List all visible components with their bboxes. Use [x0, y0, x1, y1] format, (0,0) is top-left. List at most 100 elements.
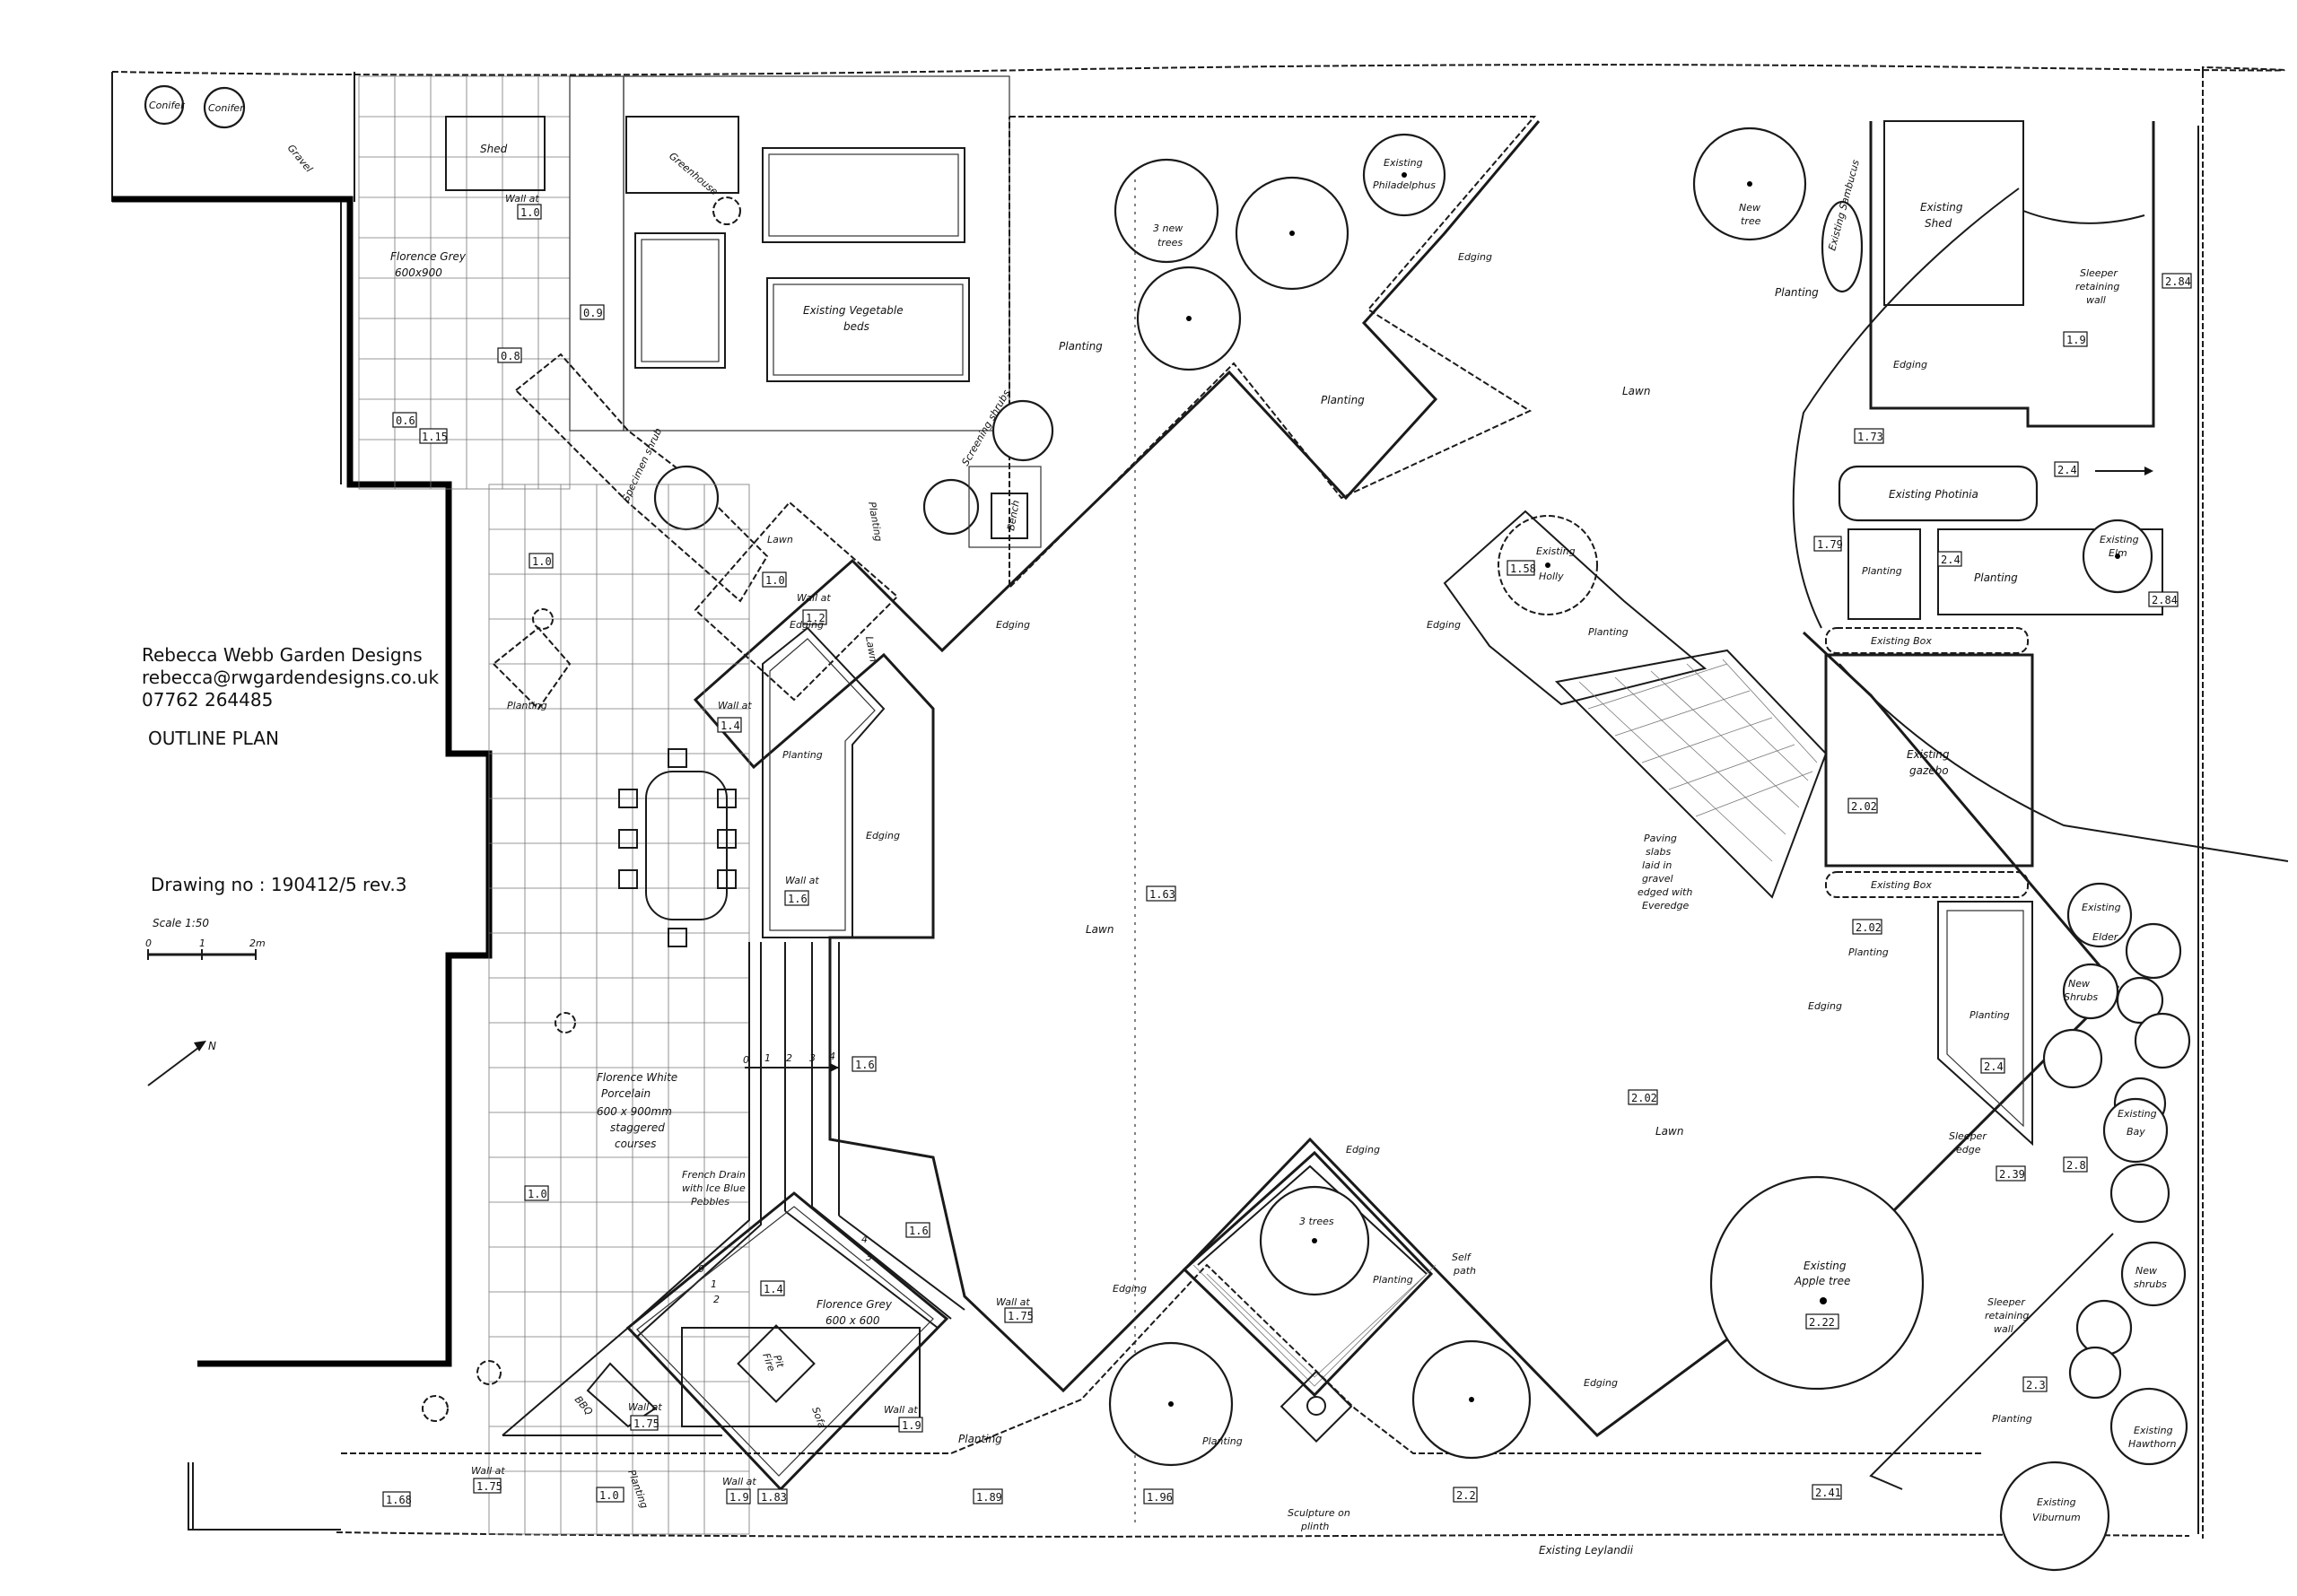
lawn-label: Lawn — [1655, 1125, 1683, 1138]
level-marker: 0.6 — [396, 414, 415, 427]
level-marker: 1.0 — [520, 206, 540, 219]
sculpture-label: plinth — [1300, 1521, 1329, 1532]
existing-sambucus — [1821, 200, 1864, 293]
drawing-number: Drawing no : 190412/5 rev.3 — [151, 874, 407, 895]
planting-label: Planting — [507, 700, 547, 711]
level-marker: 1.6 — [788, 893, 808, 905]
step-tick: 4 — [829, 1051, 835, 1062]
viburnum-label: Existing — [2037, 1496, 2076, 1508]
shrub — [2042, 1028, 2103, 1089]
level-marker: 2.4 — [2057, 464, 2077, 476]
wall-at-label: Wall at — [471, 1465, 505, 1477]
wall-at-label: Wall at — [797, 592, 831, 604]
existing-shed — [1883, 120, 2024, 306]
level-marker: 2.84 — [2165, 275, 2191, 288]
paving-label: Everedge — [1642, 900, 1689, 911]
north-label: N — [208, 1040, 216, 1052]
level-marker: 1.73 — [1857, 431, 1883, 443]
shed-label: Shed — [480, 143, 508, 155]
sculpture-label: Sculpture on — [1288, 1507, 1350, 1519]
level-marker: 1.0 — [599, 1489, 619, 1502]
specimen-shrub — [653, 465, 720, 531]
level-marker: 1.0 — [532, 555, 552, 568]
level-marker: 0.9 — [583, 307, 603, 319]
sleeper-wall-label: Sleeper — [1987, 1296, 2026, 1308]
planting-label: Planting — [866, 501, 885, 542]
level-marker: 2.3 — [2026, 1379, 2046, 1391]
wall-at-label: Wall at — [628, 1401, 662, 1413]
shed-structure — [445, 116, 546, 191]
gravel-strip — [569, 75, 624, 432]
level-marker: 1.0 — [528, 1188, 547, 1200]
planting-wedge: Planting Wall at 1.4 Edging Wall at 1.6 — [717, 626, 900, 938]
existing-bay — [2102, 1097, 2169, 1164]
vegetable-beds-label: beds — [843, 320, 869, 333]
paving-label: slabs — [1646, 846, 1672, 858]
sculpture-plinth — [1280, 1370, 1353, 1443]
level-marker: 1.4 — [764, 1283, 783, 1295]
existing-photinia — [1838, 465, 2039, 522]
hawthorn-label: Existing — [2134, 1425, 2173, 1436]
french-drain-label: Pebbles — [691, 1196, 729, 1208]
self-path-label: path — [1453, 1265, 1476, 1277]
box-label: Existing Box — [1871, 635, 1932, 647]
patio-paving-lower: 1.0 1.0 Florence White Porcelain 600 x 9… — [422, 484, 750, 1535]
sleeper-wall-label: wall — [1994, 1323, 2013, 1335]
north-arrow — [147, 1044, 203, 1086]
level-marker: 1.6 — [855, 1059, 875, 1071]
level-marker: 1.63 — [1149, 888, 1175, 901]
new-trees-label: 3 new — [1153, 222, 1183, 234]
existing-box-hedge — [1825, 627, 2029, 654]
level-marker: 1.0 — [765, 574, 785, 587]
existing-shed-label: Existing — [1920, 201, 1963, 214]
self-path-label: Self — [1452, 1252, 1472, 1263]
wall-at-label: Wall at — [884, 1404, 918, 1416]
edging-label: Edging — [866, 830, 900, 842]
level-marker: 1.6 — [909, 1225, 929, 1237]
bay-label: Bay — [2127, 1126, 2145, 1138]
vegetable-bed — [762, 147, 965, 243]
planting-label: Planting — [1862, 565, 1902, 577]
patio-paving-upper: Shed Florence Grey 600x900 Wall at 1.0 — [358, 75, 571, 490]
shrub — [2134, 1012, 2191, 1069]
level-marker: 1.83 — [761, 1491, 787, 1504]
edging-label: Edging — [1893, 359, 1927, 371]
holly-label: Existing — [1536, 545, 1576, 557]
new-shrub — [2120, 1241, 2187, 1307]
existing-viburnum — [1999, 1461, 2110, 1572]
paving-label: Paving — [1644, 833, 1677, 844]
level-marker: 1.96 — [1147, 1491, 1173, 1504]
level-marker: 2.4 — [1941, 554, 1961, 566]
level-marker: 2.02 — [1851, 800, 1877, 813]
level-marker: 1.75 — [1008, 1310, 1034, 1322]
philadelphus-label: Philadelphus — [1373, 179, 1436, 191]
top-planting-bed: 3 new trees Existing Philadelphus Planti… — [1009, 116, 1537, 590]
plan-title: OUTLINE PLAN — [148, 728, 279, 749]
fire-pit — [737, 1324, 816, 1403]
level-marker: 1.89 — [976, 1491, 1002, 1504]
screening-shrub — [922, 478, 980, 536]
lawn-label: Lawn — [863, 635, 879, 663]
level-marker: 1.79 — [1817, 538, 1843, 551]
wall-at-label: Wall at — [785, 875, 819, 886]
level-marker: 2.02 — [1856, 921, 1882, 934]
new-shrubs-label: New — [2068, 978, 2090, 990]
viburnum-label: Viburnum — [2032, 1512, 2081, 1523]
new-shrub — [2062, 963, 2119, 1020]
gazebo-label: gazebo — [1909, 764, 1949, 777]
house-wall — [112, 196, 493, 1367]
planting-label: Planting — [1373, 1274, 1413, 1286]
three-trees-label: 3 trees — [1299, 1216, 1334, 1227]
edging-label: Edging — [1808, 1000, 1842, 1012]
level-marker: 2.2 — [1456, 1489, 1476, 1502]
planting-label: Planting — [1848, 946, 1889, 958]
shrub — [2109, 1163, 2170, 1224]
level-marker: 2.41 — [1815, 1487, 1841, 1499]
holly-label: Holly — [1539, 571, 1564, 582]
vegetable-garden: Greenhouse Existing Vegetable beds 0.9 — [580, 75, 1010, 432]
sleeper-edge-label: Sleeper — [1949, 1130, 1987, 1142]
level-marker: 2.39 — [1999, 1168, 2025, 1181]
bay-label: Existing — [2118, 1108, 2157, 1120]
step-tick: 2 — [786, 1052, 792, 1064]
